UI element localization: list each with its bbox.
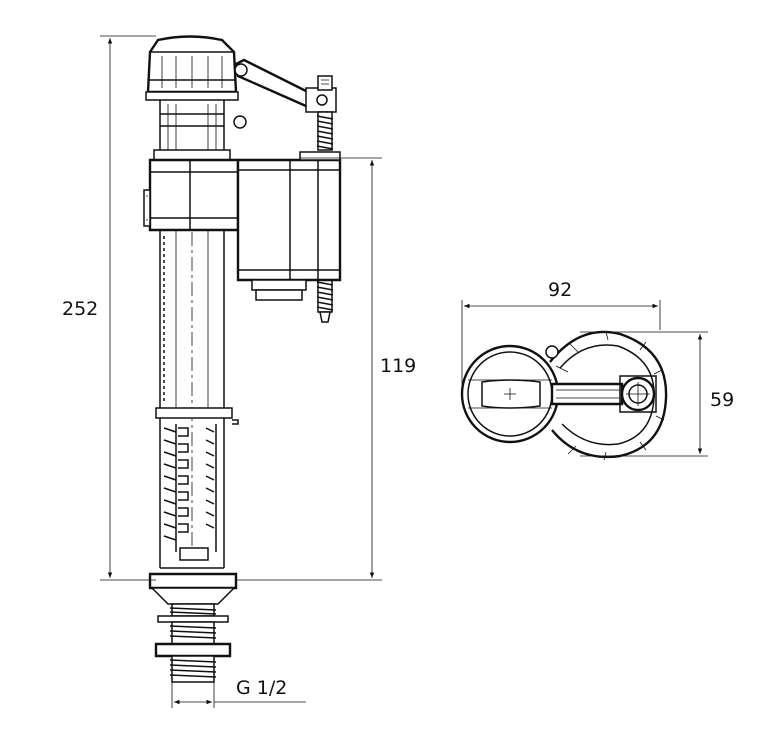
lower-height-label: 119 xyxy=(380,355,416,377)
valve-body xyxy=(143,158,240,232)
thread-size-label: G 1/2 xyxy=(236,677,287,699)
dimension-lines-top xyxy=(461,300,708,457)
depth-label: 59 xyxy=(710,389,734,411)
total-height-label: 252 xyxy=(62,298,98,320)
float-chamber xyxy=(236,151,342,301)
lever-arm xyxy=(234,58,337,113)
valve-cap xyxy=(145,35,247,161)
base-flange xyxy=(148,572,238,683)
telescopic-tube xyxy=(155,230,239,560)
side-view xyxy=(143,35,342,683)
spring-section xyxy=(159,418,225,569)
adjustment-rod xyxy=(316,111,334,323)
dimension-lines-side xyxy=(100,35,382,708)
width-label: 92 xyxy=(548,279,572,301)
top-view xyxy=(460,330,668,461)
